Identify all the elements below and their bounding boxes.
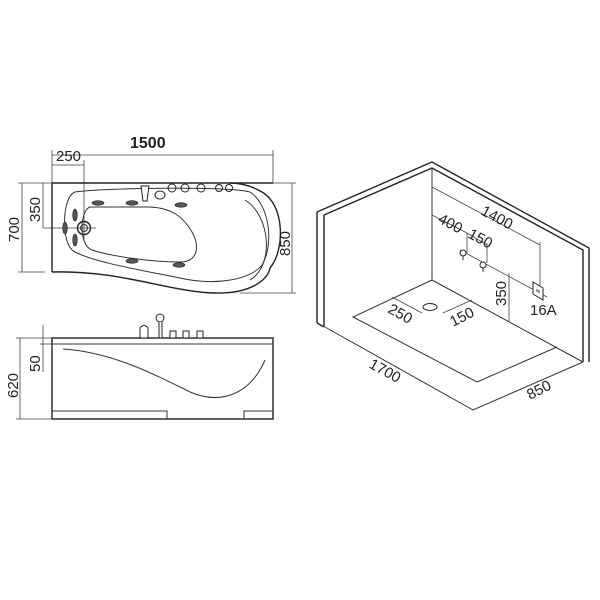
dimension-700-line — [18, 182, 52, 273]
tap-icons — [459, 249, 487, 272]
dimension-250-floor-label: 250 — [385, 301, 415, 328]
socket-icon — [532, 281, 544, 301]
dimension-1500-label: 1500 — [130, 135, 166, 152]
top-view: 1500 250 350 700 850 — [6, 135, 296, 294]
dimension-50-label: 50 — [27, 355, 44, 372]
tub-feet — [52, 410, 273, 419]
dimension-250-line — [52, 160, 85, 240]
side-view: 620 50 — [5, 313, 274, 420]
dimension-620-label: 620 — [5, 373, 22, 398]
socket-rating-label: 16A — [530, 302, 557, 319]
faucet-icons — [140, 183, 233, 202]
dimension-400-label: 400 — [435, 211, 465, 238]
dimension-350-line — [42, 183, 96, 229]
dimension-620-line — [16, 337, 52, 420]
dimension-350-label: 350 — [27, 197, 44, 222]
dimension-250-label: 250 — [56, 148, 81, 165]
installation-view: 1700 850 1400 400 150 350 16A 250 150 — [316, 161, 590, 411]
dimension-850-line — [240, 182, 296, 294]
tub-seat-curve — [244, 199, 267, 281]
drain-dimension-lines — [391, 296, 473, 314]
tub-basin-inner — [81, 206, 197, 263]
wall-dimension-lines — [431, 186, 548, 322]
dimension-700-label: 700 — [6, 217, 23, 242]
dimension-150-label: 150 — [465, 226, 495, 253]
room-floor — [351, 168, 584, 383]
dimension-350-wall-label: 350 — [493, 281, 510, 306]
jet-icons — [62, 200, 188, 268]
dimension-150-floor-label: 150 — [447, 304, 477, 331]
dimension-850-label: 850 — [277, 231, 294, 256]
tub-basin-outer — [64, 187, 270, 283]
floor-drain-icon — [422, 303, 438, 311]
dimension-1500-line — [51, 150, 274, 183]
drain-icon — [76, 220, 92, 236]
floor-dimension-lines — [324, 326, 584, 411]
side-faucet-icons — [139, 313, 204, 339]
dimension-850-floor-label: 850 — [524, 377, 554, 404]
dimension-1400-label: 1400 — [478, 203, 515, 234]
tub-side-curve — [62, 348, 266, 398]
dimension-50-line — [40, 325, 52, 372]
room-walls — [316, 161, 590, 362]
tub-outer-curve — [51, 182, 281, 294]
